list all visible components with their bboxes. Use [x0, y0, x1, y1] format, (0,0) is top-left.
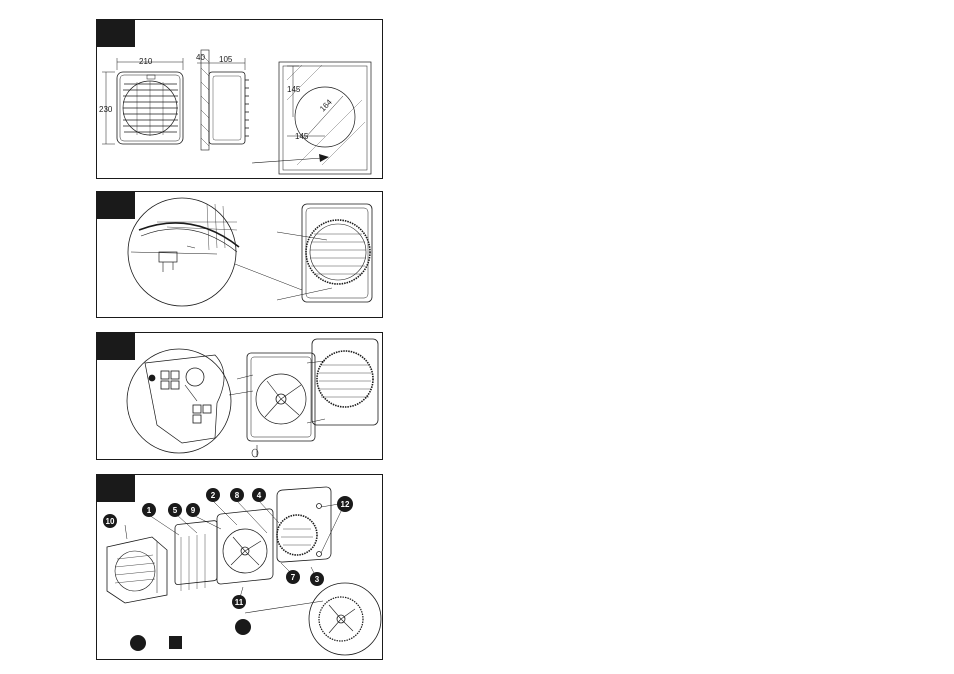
svg-text:4: 4 — [257, 491, 262, 500]
svg-text:10: 10 — [106, 517, 115, 526]
dim-hole-top: 145 — [287, 85, 301, 94]
callout-12: 12 — [337, 496, 353, 512]
grille-assembly — [277, 204, 372, 302]
svg-text:5: 5 — [173, 506, 178, 515]
dim-grille-height: 230 — [99, 105, 113, 114]
legend-circle-symbol — [130, 635, 146, 651]
grille-rear — [307, 339, 378, 425]
callout-4: 4 — [252, 488, 266, 502]
svg-text:2: 2 — [211, 491, 216, 500]
figure-panel-2 — [96, 191, 383, 318]
figure-panel-4: 10 1 5 9 2 8 4 12 — [96, 474, 383, 660]
fan-unit-open — [237, 353, 315, 457]
dim-hole-diameter: 164 — [318, 97, 334, 113]
svg-text:3: 3 — [315, 575, 320, 584]
svg-text:1: 1 — [147, 506, 152, 515]
dim-grille-width: 210 — [139, 57, 153, 66]
figure-panel-3 — [96, 332, 383, 460]
terminal-block-magnifier — [127, 349, 231, 453]
callout-8: 8 — [230, 488, 244, 502]
grille-clip-diagram — [97, 192, 383, 318]
svg-text:11: 11 — [235, 598, 244, 607]
callout-3: 3 — [310, 572, 324, 586]
svg-text:8: 8 — [235, 491, 240, 500]
callout-5: 5 — [168, 503, 182, 517]
svg-text:9: 9 — [191, 506, 196, 515]
callout-2: 2 — [206, 488, 220, 502]
detail-marker-dot — [235, 619, 251, 635]
callout-1: 1 — [142, 503, 156, 517]
callout-9: 11 — [232, 595, 246, 609]
dim-depth: 105 — [219, 55, 233, 64]
svg-text:7: 7 — [291, 573, 296, 582]
detail-magnifier — [128, 198, 239, 306]
dim-hole-side: 145 — [295, 132, 309, 141]
callout-10: 9 — [186, 503, 200, 517]
legend-square-symbol — [169, 636, 182, 649]
svg-text:12: 12 — [341, 500, 350, 509]
figure-panel-1: 210 230 40 105 145 164 145 — [96, 19, 383, 179]
callout-11: 10 — [103, 514, 117, 528]
callout-7: 7 — [286, 570, 300, 584]
wiring-diagram — [97, 333, 383, 460]
dim-wall-offset: 40 — [196, 53, 205, 62]
